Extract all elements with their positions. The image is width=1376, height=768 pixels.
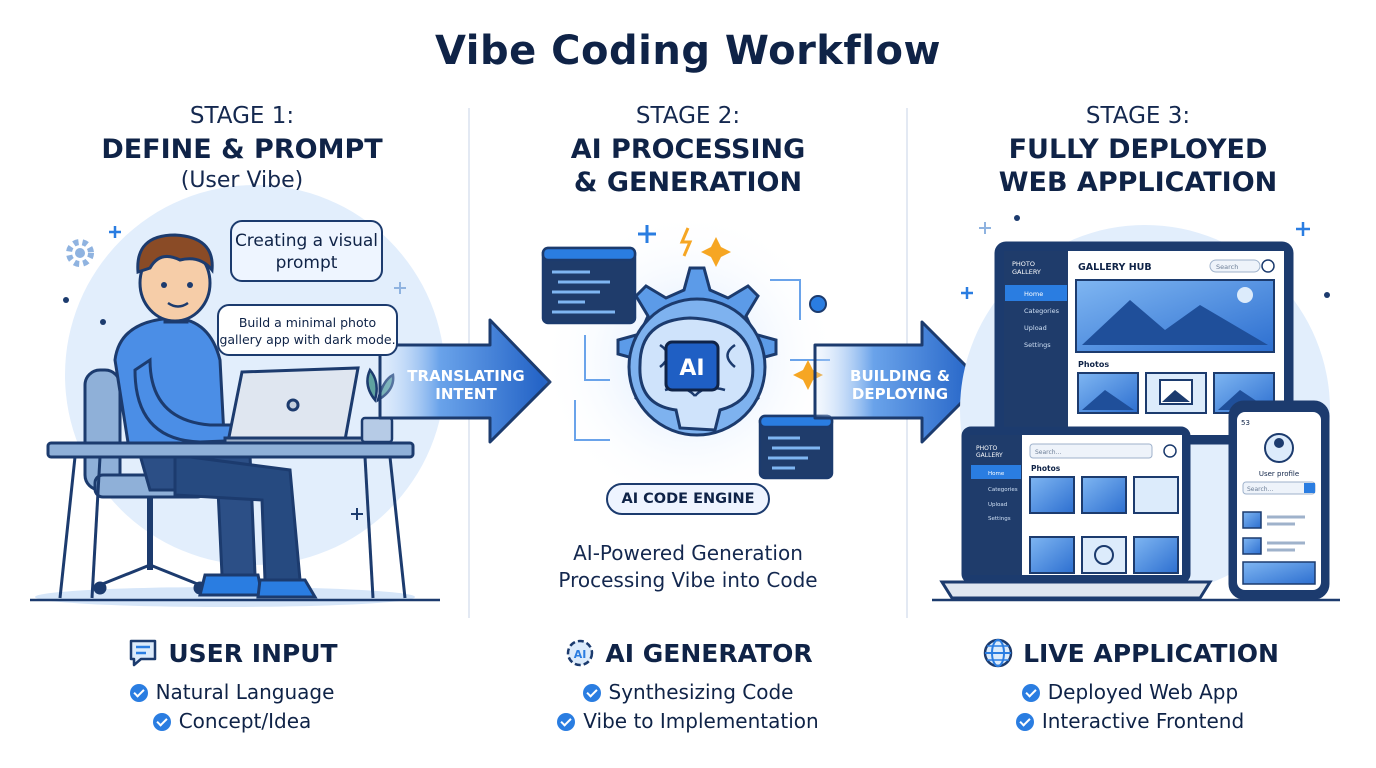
ai-generator-bullet-2: Vibe to Implementation: [468, 707, 908, 736]
globe-icon: [983, 638, 1013, 668]
sparkle-icon: [638, 225, 656, 243]
live-app-bullet-2: Interactive Frontend: [910, 707, 1350, 736]
speech-bubble-creating: Creating a visual prompt: [230, 220, 383, 282]
stage-1-heading: STAGE 1: DEFINE & PROMPT (User Vibe): [22, 103, 462, 193]
desktop-nav-home: Home: [1024, 290, 1043, 298]
user-input-bullet-1: Natural Language: [12, 678, 452, 707]
desktop-nav-categories: Categories: [1024, 307, 1060, 315]
phone-time: 53: [1241, 419, 1250, 427]
stage-2-caption: AI-Powered Generation Processing Vibe in…: [470, 540, 906, 594]
phone-device: [1228, 400, 1330, 600]
arrow-1-label: TRANSLATING INTENT: [396, 367, 536, 403]
sparkle-icon: [109, 226, 121, 238]
sparkle-icon: [961, 287, 973, 299]
sparkle-icon: [701, 237, 731, 267]
stage-1-title: DEFINE & PROMPT: [101, 134, 383, 165]
laptop-nav-categories: Categories: [988, 487, 1018, 493]
desktop-search: Search: [1216, 263, 1238, 271]
arrow-2-line-1: BUILDING &: [850, 367, 950, 385]
stage-2-heading: STAGE 2: AI PROCESSING & GENERATION: [468, 103, 908, 199]
sparkle-icon: [979, 222, 991, 234]
stage-2-number: STAGE 2:: [635, 103, 741, 129]
stage-3-title-2: WEB APPLICATION: [998, 167, 1278, 198]
laptop-nav-settings: Settings: [988, 516, 1011, 522]
stage-2-title-1: AI PROCESSING: [570, 134, 806, 165]
ai-generator-section: AI AI GENERATOR Synthesizing Code Vibe t…: [468, 636, 908, 736]
stage-1-subtitle: (User Vibe): [180, 168, 304, 193]
person: [113, 233, 318, 599]
gear-icon: [66, 239, 94, 267]
check-icon: [129, 683, 148, 702]
live-application-title: LIVE APPLICATION: [1023, 638, 1279, 668]
desktop-nav-upload: Upload: [1024, 324, 1047, 332]
arrow-building-deploying: [813, 320, 984, 444]
ai-gear-icon: AI: [567, 639, 594, 667]
stage-2-title-2: & GENERATION: [573, 167, 803, 198]
ai-code-engine-label: AI CODE ENGINE: [606, 483, 770, 515]
svg-text:AI: AI: [574, 648, 587, 661]
desktop-header: GALLERY HUB: [1078, 262, 1152, 273]
desktop-nav-settings: Settings: [1024, 341, 1051, 349]
floor-shadow: [35, 587, 415, 607]
laptop-nav-home: Home: [988, 471, 1005, 477]
user-input-section: USER INPUT Natural Language Concept/Idea: [12, 636, 452, 736]
stage-1-number: STAGE 1:: [189, 103, 295, 129]
stage-3-number: STAGE 3:: [1085, 103, 1191, 129]
chat-document-icon: [130, 639, 157, 667]
laptop-nav-upload: Upload: [988, 502, 1007, 508]
arrow-1-line-2: INTENT: [435, 385, 497, 403]
ai-gear: [616, 266, 778, 437]
desktop-logo-1: PHOTO: [1012, 260, 1035, 268]
check-icon: [152, 712, 171, 731]
desktop-section: Photos: [1078, 360, 1109, 369]
desktop-monitor: [994, 241, 1294, 495]
lightning-icon: [679, 227, 693, 257]
sparkle-icon: [793, 360, 823, 390]
ai-generator-title: AI GENERATOR: [605, 638, 813, 668]
stage-2-illustration: [540, 210, 840, 510]
stage-3-title-1: FULLY DEPLOYED: [1008, 134, 1268, 165]
sparkle-icon: [394, 282, 406, 294]
desktop-logo-2: GALLERY: [1012, 268, 1041, 276]
arrow-2-line-2: DEPLOYING: [851, 385, 949, 403]
sparkle-icon: [1296, 222, 1310, 236]
laptop-logo-2: GALLERY: [976, 452, 1003, 459]
laptop-search: Search...: [1035, 449, 1061, 456]
device-text: PHOTO GALLERY GALLERY HUB Search Home Ca…: [679, 260, 1299, 522]
ai-chip-label: AI: [679, 356, 704, 381]
check-icon: [582, 683, 601, 702]
arrow-1-line-1: TRANSLATING: [407, 367, 525, 385]
user-input-bullet-2: Concept/Idea: [12, 707, 452, 736]
sparkle-icon: [351, 508, 363, 520]
laptop-logo-1: PHOTO: [976, 445, 998, 452]
arrow-2-label: BUILDING & DEPLOYING: [832, 367, 968, 403]
stage-2-caption-line-1: AI-Powered Generation: [573, 541, 803, 565]
page-title: Vibe Coding Workflow: [435, 28, 941, 74]
phone-search: Search...: [1247, 486, 1273, 493]
code-window-right: [758, 414, 834, 480]
check-icon: [1015, 712, 1034, 731]
check-icon: [1021, 683, 1040, 702]
stage-3-heading: STAGE 3: FULLY DEPLOYED WEB APPLICATION: [918, 103, 1358, 199]
arrow-translating-intent: [378, 318, 552, 444]
phone-profile: User profile: [1259, 470, 1299, 478]
laptop-section: Photos: [1031, 464, 1061, 473]
live-application-section: LIVE APPLICATION Deployed Web App Intera…: [910, 636, 1350, 736]
speech-bubble-prompt: Build a minimal photo gallery app with d…: [217, 304, 398, 356]
desk: [30, 441, 440, 602]
stage-3-illustration: [932, 215, 1340, 602]
circuit-lines: [574, 279, 830, 441]
stage-2-caption-line-2: Processing Vibe into Code: [558, 568, 818, 592]
live-app-bullet-1: Deployed Web App: [910, 678, 1350, 707]
ai-generator-bullet-1: Synthesizing Code: [468, 678, 908, 707]
check-icon: [557, 712, 576, 731]
code-window-left: [541, 246, 637, 325]
laptop-device: [932, 426, 1340, 602]
user-input-title: USER INPUT: [168, 638, 338, 668]
